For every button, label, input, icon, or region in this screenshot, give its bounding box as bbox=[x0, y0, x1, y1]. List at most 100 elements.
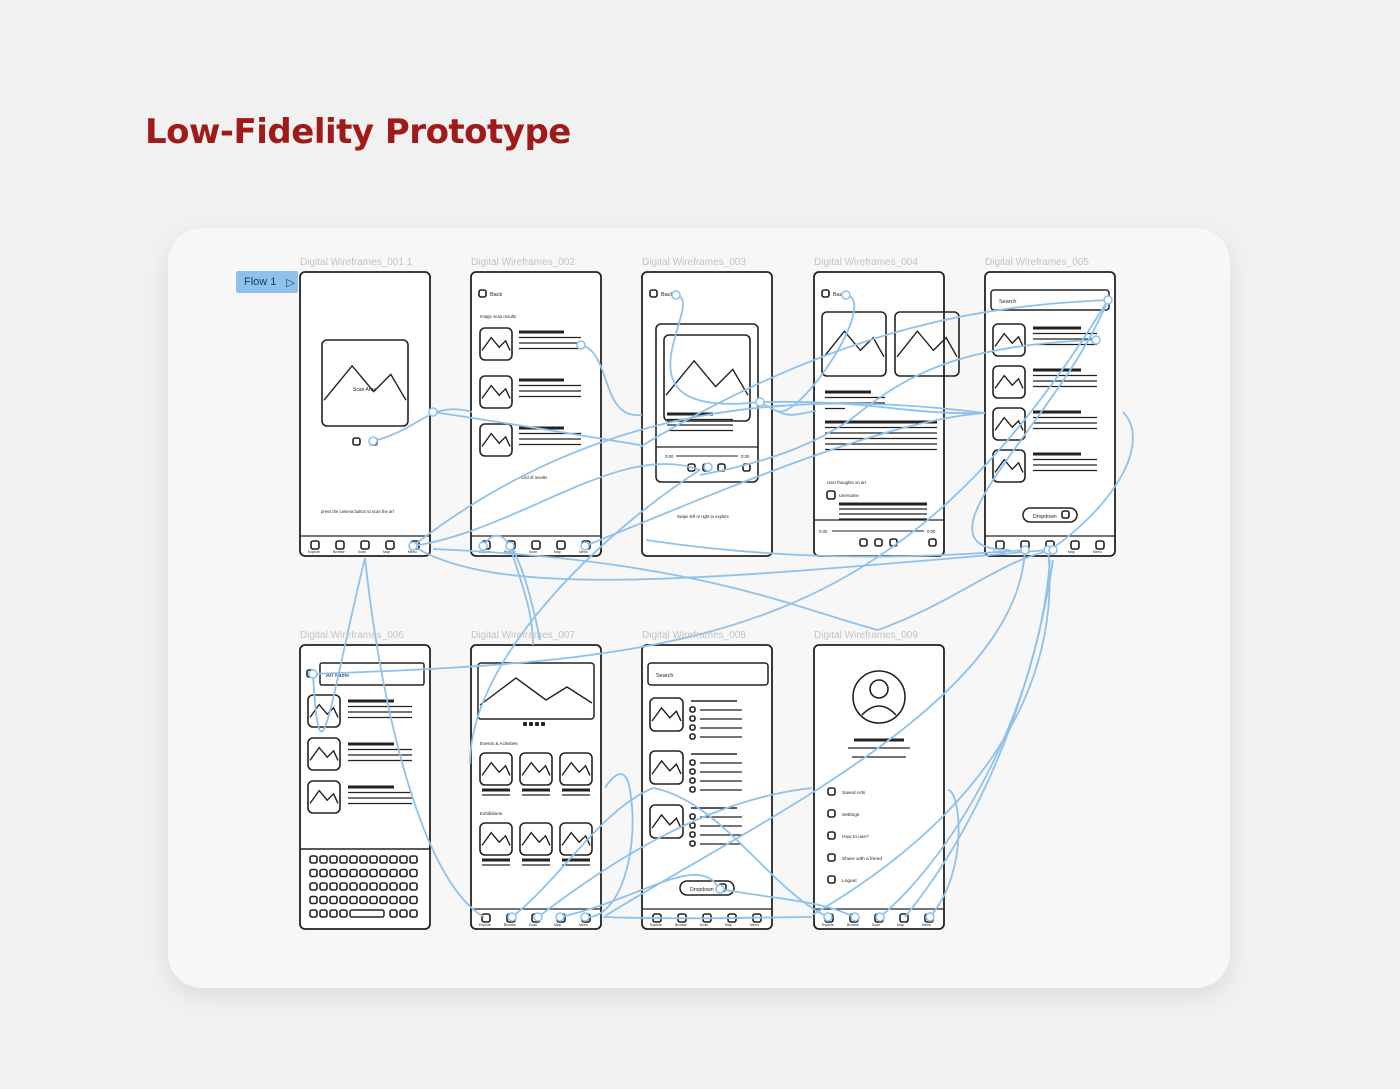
connector-node bbox=[555, 912, 565, 922]
connector-node bbox=[580, 541, 590, 551]
keyboard-key bbox=[369, 895, 378, 905]
list-bullet-icon bbox=[689, 768, 696, 775]
mountain-icon bbox=[665, 359, 749, 396]
flow-connector bbox=[971, 299, 1109, 551]
frame-label: Digital Wireframes_003 bbox=[642, 257, 746, 268]
menu-item-icon bbox=[827, 809, 836, 818]
time-start: 0:00 bbox=[665, 454, 674, 459]
nav-map-label: Map bbox=[897, 923, 904, 927]
flow-connector bbox=[559, 873, 721, 918]
keyboard-key bbox=[309, 855, 318, 864]
flow-connector bbox=[584, 773, 634, 918]
connector-node bbox=[428, 407, 438, 417]
profile-shoulders bbox=[861, 705, 897, 716]
keyboard-key bbox=[369, 882, 378, 891]
keyboard-key bbox=[399, 868, 408, 878]
swipe-hint: Swipe left or right to explore bbox=[677, 514, 730, 519]
nav-scan-icon bbox=[360, 540, 370, 550]
keyboard-key bbox=[339, 895, 348, 905]
nav-menu-label: Menu bbox=[408, 550, 417, 554]
search-placeholder: Search bbox=[656, 673, 673, 679]
frame-label: Digital Wireframes_008 bbox=[642, 630, 746, 641]
keyboard-key bbox=[389, 882, 398, 891]
play-icon: ▷ bbox=[286, 276, 295, 289]
keyboard-key bbox=[379, 882, 388, 891]
carousel-dot bbox=[523, 722, 527, 726]
flow-connector bbox=[312, 557, 366, 733]
nav-menu-icon bbox=[1095, 540, 1105, 550]
mountain-icon bbox=[651, 813, 682, 829]
image-placeholder-icon bbox=[649, 697, 684, 732]
flow-start-tag[interactable]: Flow 1 ▷ bbox=[236, 271, 298, 293]
flow-connector bbox=[584, 412, 986, 547]
nav-map-label: Map bbox=[1068, 550, 1075, 554]
nav-menu-label: Menu bbox=[579, 550, 588, 554]
connector-node bbox=[925, 912, 935, 922]
carousel-dot bbox=[541, 722, 545, 726]
flow-connector bbox=[652, 787, 829, 918]
search-placeholder: Search bbox=[999, 299, 1016, 305]
menu-item-icon bbox=[827, 853, 836, 862]
carousel-dot bbox=[529, 722, 533, 726]
list-bullet-icon bbox=[689, 786, 696, 793]
back-label: Back bbox=[661, 292, 673, 298]
camera-button-icon bbox=[352, 437, 361, 446]
nav-scan-label: Scan bbox=[872, 923, 880, 927]
keyboard-key bbox=[359, 882, 368, 891]
scan-area-label: Scan Area bbox=[353, 387, 376, 393]
keyboard-key bbox=[389, 855, 398, 864]
time-end: 0:00 bbox=[741, 454, 750, 459]
connector-node bbox=[408, 541, 418, 551]
menu-item-label: Settings bbox=[842, 812, 860, 818]
image-placeholder-icon bbox=[559, 822, 593, 856]
flow-connector bbox=[364, 557, 485, 918]
phone-frame bbox=[984, 271, 1116, 557]
keyboard-key bbox=[309, 909, 318, 918]
art-image-icon bbox=[663, 334, 751, 422]
connector-node bbox=[1020, 545, 1030, 555]
prototype-connectors bbox=[308, 290, 1134, 922]
nav-explore-label: Explore bbox=[650, 923, 662, 927]
menu-item-label: Share with a friend bbox=[842, 856, 882, 862]
flow-connector bbox=[699, 339, 1097, 476]
keyboard-key bbox=[349, 895, 358, 905]
mountain-icon bbox=[521, 831, 551, 846]
nav-menu-label: Menu bbox=[922, 923, 931, 927]
list-bullet-icon bbox=[689, 822, 696, 829]
keyboard-key bbox=[369, 855, 378, 864]
nav-scan-label: Scan bbox=[529, 550, 537, 554]
back-label: Back bbox=[490, 292, 502, 298]
mountain-icon bbox=[481, 336, 511, 351]
image-placeholder-icon bbox=[992, 323, 1026, 357]
keyboard-key bbox=[319, 882, 328, 891]
image-placeholder-icon bbox=[479, 423, 513, 457]
flow-connector bbox=[777, 294, 855, 413]
flow-connector bbox=[412, 463, 701, 547]
mountain-icon bbox=[651, 706, 682, 722]
page-title: Low-Fidelity Prototype bbox=[145, 112, 571, 152]
mountain-icon bbox=[521, 761, 551, 776]
connector-node bbox=[533, 912, 543, 922]
dropdown-label: Dropdown bbox=[690, 887, 714, 893]
image-placeholder-icon bbox=[992, 407, 1026, 441]
list-bullet-icon bbox=[689, 715, 696, 722]
flow-connector bbox=[602, 916, 813, 920]
connector-node bbox=[308, 669, 318, 679]
list-bullet-icon bbox=[689, 706, 696, 713]
image-placeholder-icon bbox=[992, 449, 1026, 483]
keyboard-key bbox=[379, 868, 388, 878]
nav-map-label: Map bbox=[725, 923, 732, 927]
mountain-icon bbox=[896, 330, 958, 358]
keyboard-key bbox=[339, 882, 348, 891]
keyboard-key bbox=[399, 882, 408, 891]
mountain-icon bbox=[481, 831, 511, 846]
connector-node bbox=[671, 290, 681, 300]
keyboard-key bbox=[349, 855, 358, 864]
nav-map-label: Map bbox=[554, 550, 561, 554]
username-label: Username bbox=[839, 493, 859, 498]
wireframe-006: Art Name bbox=[299, 644, 431, 930]
